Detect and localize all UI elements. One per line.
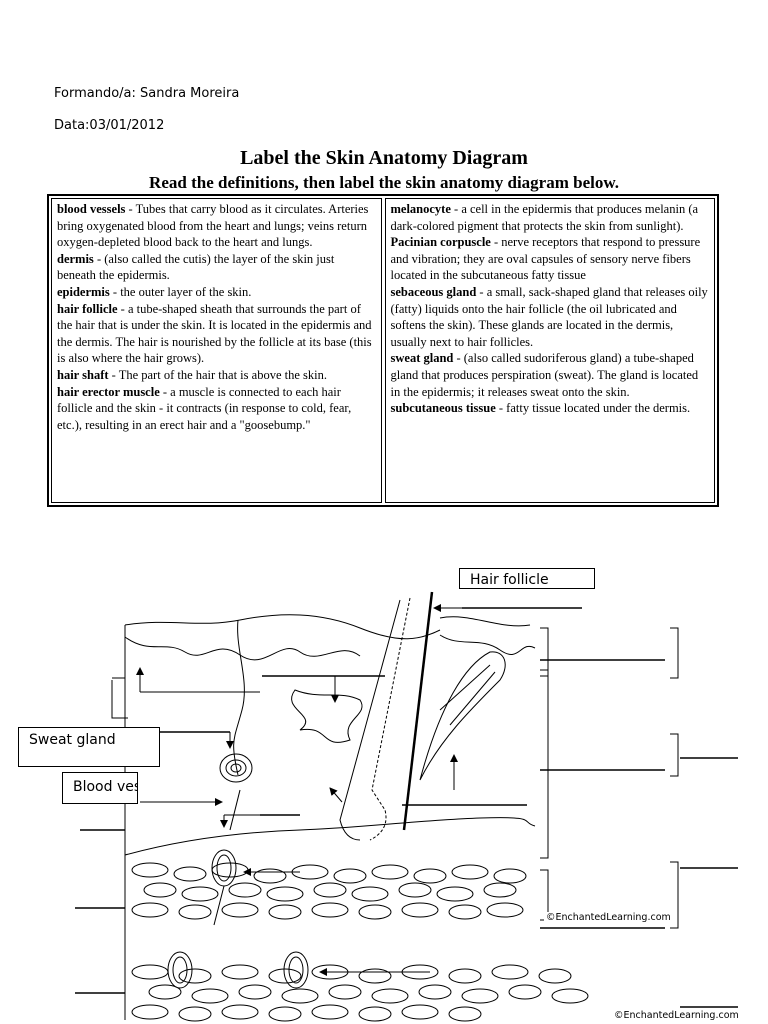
hair-follicle-label: Hair follicle (459, 568, 595, 589)
credit-text-bottom: ©EnchantedLearning.com (612, 1010, 741, 1021)
bracket-outer-epidermis (670, 628, 678, 678)
definition-melanocyte: melanocyte - a cell in the epidermis tha… (391, 201, 710, 234)
sweat-gland-duct (234, 620, 245, 775)
hair-erector-muscle (420, 652, 505, 780)
dermis-lower-boundary (125, 818, 535, 855)
sweat-gland-label: Sweat gland (18, 727, 160, 767)
term: Pacinian corpuscle (391, 235, 491, 249)
epidermis-right-outer (440, 617, 530, 626)
arrow (330, 788, 342, 802)
definition-epidermis: epidermis - the outer layer of the skin. (57, 284, 376, 301)
hair-follicle-right (370, 598, 410, 840)
bracket-dermis (540, 670, 548, 858)
term: blood vessels (57, 202, 125, 216)
bracket-outer-dermis (670, 734, 678, 776)
definition-blood-vessels: blood vessels - Tubes that carry blood a… (57, 201, 376, 251)
definitions-column-left: blood vessels - Tubes that carry blood a… (51, 198, 382, 503)
epidermis-inner-line (125, 637, 360, 660)
term: hair shaft (57, 368, 109, 382)
hair-shaft (404, 592, 432, 830)
credit-text: ©EnchantedLearning.com (544, 912, 673, 923)
definition-subcutaneous-tissue: subcutaneous tissue - fatty tissue locat… (391, 400, 710, 417)
definitions-table: blood vessels - Tubes that carry blood a… (47, 194, 719, 507)
definition-hair-follicle: hair follicle - a tube-shaped sheath tha… (57, 301, 376, 367)
blood-vessel (230, 790, 240, 830)
term: epidermis (57, 285, 110, 299)
definition-sweat-gland: sweat gland - (also called sudoriferous … (391, 350, 710, 400)
hair-follicle-left (340, 600, 400, 840)
definition-text: - the outer layer of the skin. (110, 285, 252, 299)
term: hair erector muscle (57, 385, 160, 399)
definition-hair-shaft: hair shaft - The part of the hair that i… (57, 367, 376, 384)
trainee-name: Formando/a: Sandra Moreira (54, 86, 239, 101)
term: sweat gland (391, 351, 454, 365)
term: melanocyte (391, 202, 451, 216)
definition-text: - The part of the hair that is above the… (109, 368, 327, 382)
definition-sebaceous-gland: sebaceous gland - a small, sack-shaped g… (391, 284, 710, 350)
epidermis-right-inner (440, 635, 535, 654)
term: sebaceous gland (391, 285, 477, 299)
definition-pacinian-corpuscle: Pacinian corpuscle - nerve receptors tha… (391, 234, 710, 284)
blood-vessels-label: Blood vessels (62, 772, 138, 804)
page-title: Label the Skin Anatomy Diagram (0, 147, 768, 170)
document-date: Data:03/01/2012 (54, 118, 164, 133)
definition-text: - (also called the cutis) the layer of t… (57, 252, 334, 283)
term: subcutaneous tissue (391, 401, 496, 415)
bracket-epidermis (540, 628, 548, 676)
definition-text: - fatty tissue located under the dermis. (496, 401, 690, 415)
definitions-column-right: melanocyte - a cell in the epidermis tha… (385, 198, 716, 503)
sebaceous-gland (292, 690, 363, 742)
term: hair follicle (57, 302, 118, 316)
definition-dermis: dermis - (also called the cutis) the lay… (57, 251, 376, 284)
subcutaneous-fat-row-2 (132, 965, 588, 1021)
definition-hair-erector-muscle: hair erector muscle - a muscle is connec… (57, 384, 376, 434)
page-subtitle: Read the definitions, then label the ski… (0, 173, 768, 193)
subcutaneous-fat-row-1 (132, 863, 526, 919)
term: dermis (57, 252, 94, 266)
